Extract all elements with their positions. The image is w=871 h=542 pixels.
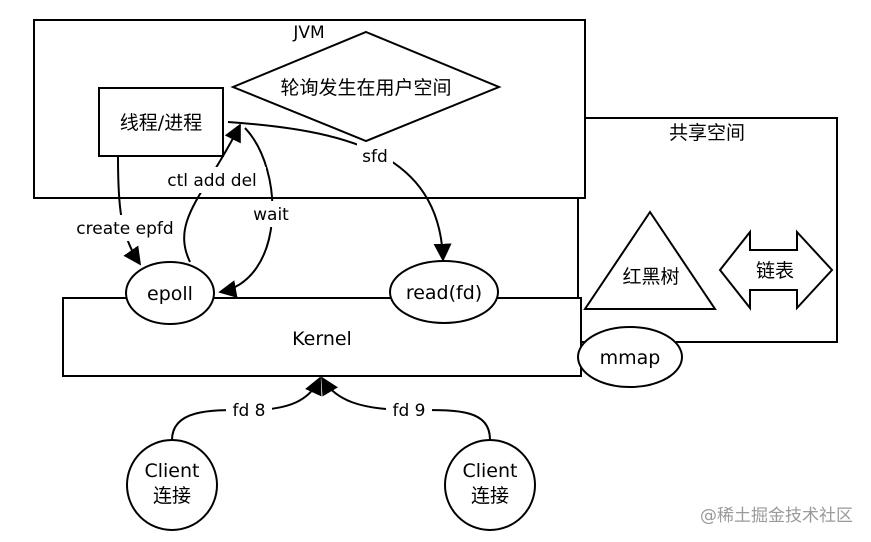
- client-1-line1: Client: [144, 460, 199, 482]
- epoll-node: [125, 261, 215, 325]
- fd9-label: fd 9: [393, 401, 426, 421]
- ctl-edge: [183, 123, 241, 263]
- linked-list-double-arrow: [718, 229, 834, 311]
- client-node-2: [444, 439, 536, 531]
- thread-process-label: 线程/进程: [120, 112, 202, 134]
- mmap-label: mmap: [600, 347, 661, 369]
- kernel-title: Kernel: [292, 328, 352, 350]
- red-black-tree-label: 红黑树: [622, 266, 679, 288]
- mmap-node: [577, 326, 683, 388]
- ctl-label: ctl add del: [167, 171, 257, 191]
- polling-diamond: [230, 30, 502, 143]
- client-2-line2: 连接: [471, 485, 509, 507]
- jvm-title: JVM: [292, 23, 324, 43]
- client-1-line2: 连接: [153, 485, 191, 507]
- red-black-tree-triangle: [583, 210, 717, 310]
- thread-process-box: [98, 87, 224, 157]
- linked-list-label: 链表: [756, 260, 794, 282]
- watermark: @稀土掘金技术社区: [700, 506, 853, 526]
- client-node-1: [126, 439, 218, 531]
- read-fd-node: [389, 260, 499, 324]
- fd8-label: fd 8: [233, 401, 266, 421]
- create-epfd-label: create epfd: [76, 219, 173, 239]
- read-fd-label: read(fd): [406, 282, 482, 304]
- sfd-label: sfd: [362, 147, 388, 167]
- polling-note: 轮询发生在用户空间: [280, 77, 451, 99]
- shared-space-title: 共享空间: [669, 122, 745, 144]
- client-2-line1: Client: [462, 460, 517, 482]
- epoll-label: epoll: [147, 283, 193, 305]
- wait-label: wait: [253, 205, 289, 225]
